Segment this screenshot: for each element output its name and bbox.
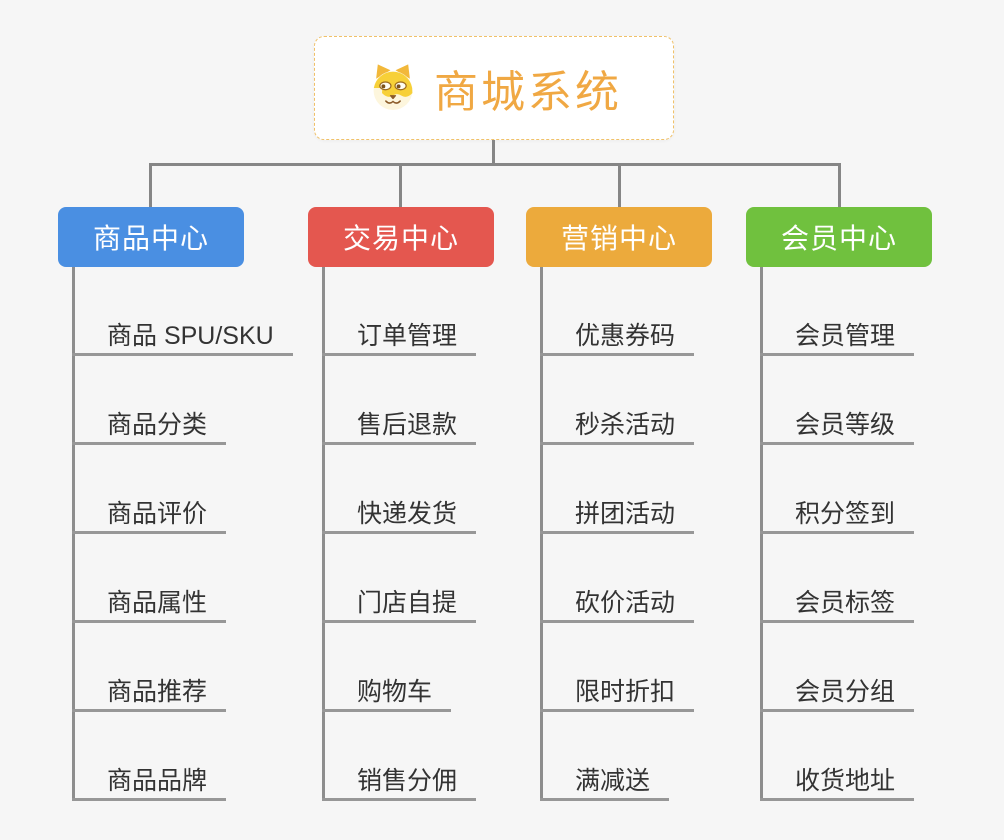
leaf-node[interactable]: 会员等级	[760, 407, 915, 445]
branch-spine-member	[760, 267, 763, 801]
branch-node-marketing-center[interactable]: 营销中心	[526, 207, 712, 267]
leaf-node[interactable]: 满减送	[540, 763, 670, 801]
branch-spine-goods	[72, 267, 75, 801]
leaf-node[interactable]: 收货地址	[760, 763, 915, 801]
leaf-node[interactable]: 销售分佣	[322, 763, 477, 801]
leaf-node[interactable]: 商品评价	[72, 496, 227, 534]
branch-spine-marketing	[540, 267, 543, 801]
connector-root-stem	[492, 140, 495, 166]
connector-drop-goods	[149, 163, 152, 208]
leaf-node[interactable]: 拼团活动	[540, 496, 695, 534]
leaf-node[interactable]: 会员分组	[760, 674, 915, 712]
branch-node-trade-center[interactable]: 交易中心	[308, 207, 494, 267]
leaf-node[interactable]: 商品 SPU/SKU	[72, 318, 293, 356]
leaf-node[interactable]: 订单管理	[322, 318, 477, 356]
connector-drop-trade	[399, 163, 402, 208]
leaf-node[interactable]: 购物车	[322, 674, 452, 712]
branch-node-goods-center[interactable]: 商品中心	[58, 207, 244, 267]
connector-drop-member	[838, 163, 841, 208]
leaf-node[interactable]: 售后退款	[322, 407, 477, 445]
leaf-node[interactable]: 商品品牌	[72, 763, 227, 801]
leaf-node[interactable]: 积分签到	[760, 496, 915, 534]
leaf-node[interactable]: 会员管理	[760, 318, 915, 356]
leaf-node[interactable]: 限时折扣	[540, 674, 695, 712]
branch-spine-trade	[322, 267, 325, 801]
root-node[interactable]: 商城系统	[314, 36, 674, 140]
leaf-node[interactable]: 快递发货	[322, 496, 477, 534]
leaf-node[interactable]: 商品推荐	[72, 674, 227, 712]
dog-face-icon	[366, 61, 420, 115]
leaf-node[interactable]: 商品属性	[72, 585, 227, 623]
leaf-node[interactable]: 优惠券码	[540, 318, 695, 356]
leaf-node[interactable]: 秒杀活动	[540, 407, 695, 445]
leaf-node[interactable]: 门店自提	[322, 585, 477, 623]
branch-node-member-center[interactable]: 会员中心	[746, 207, 932, 267]
leaf-node[interactable]: 商品分类	[72, 407, 227, 445]
leaf-node[interactable]: 砍价活动	[540, 585, 695, 623]
connector-drop-marketing	[618, 163, 621, 208]
root-title: 商城系统	[434, 68, 622, 117]
connector-bus	[150, 163, 840, 166]
leaf-node[interactable]: 会员标签	[760, 585, 915, 623]
